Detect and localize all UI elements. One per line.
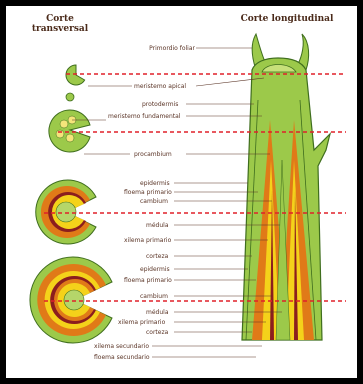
- small-bud: [66, 93, 74, 101]
- longitudinal-stem: [242, 34, 330, 340]
- label-floema-secundario: floema secundario: [94, 354, 150, 361]
- label-floema-primario-1: floema primario: [124, 189, 172, 196]
- label-xilema-primario-1: xilema primario: [124, 237, 172, 244]
- transverse-section-3: [36, 180, 96, 244]
- label-xilema-primario-2: xilema primario: [118, 319, 166, 326]
- label-protodermis: protodermis: [142, 101, 178, 108]
- label-medula-2: médula: [146, 309, 169, 316]
- label-epidermis-2: epidermis: [140, 266, 170, 273]
- label-meristemo-apical: meristemo apical: [134, 83, 186, 90]
- label-xilema-secundario: xilema secundario: [94, 343, 149, 350]
- labels: Primordio foliar meristemo apical protod…: [94, 45, 196, 361]
- transverse-section-2: [49, 110, 90, 152]
- label-primordio: Primordio foliar: [149, 45, 195, 52]
- label-corteza-2: corteza: [146, 329, 169, 336]
- label-corteza-1: corteza: [146, 253, 169, 260]
- label-cambium-1: cambium: [140, 198, 168, 205]
- label-cambium-2: cambium: [140, 293, 168, 300]
- label-meristemo-fundamental: meristemo fundamental: [108, 113, 181, 120]
- transverse-section-4: [30, 257, 112, 343]
- label-procambium: procambium: [134, 151, 172, 158]
- label-floema-primario-2: floema primario: [124, 277, 172, 284]
- label-medula-1: médula: [146, 222, 169, 229]
- label-epidermis-1: epidermis: [140, 180, 170, 187]
- transverse-section-1: [66, 65, 85, 101]
